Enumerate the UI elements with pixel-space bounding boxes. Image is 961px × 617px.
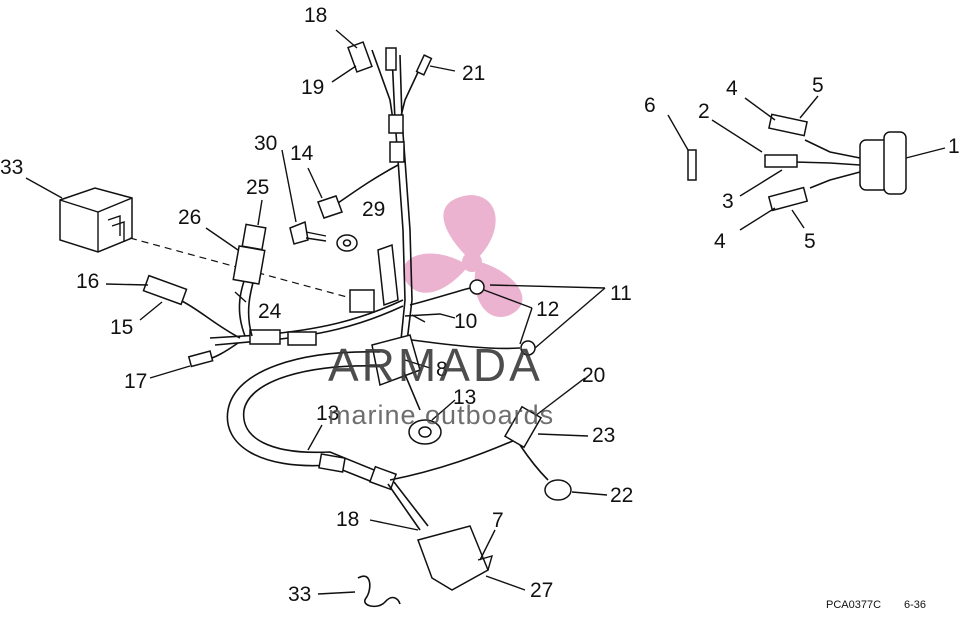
callout-2: 2 <box>698 100 710 123</box>
callout-28: 26 <box>178 206 201 229</box>
callout-14: 13 <box>453 386 476 409</box>
callout-30: 29 <box>362 198 385 221</box>
callout-12: 12 <box>536 298 559 321</box>
callout-27: 25 <box>246 176 269 199</box>
callout-29: 27 <box>530 579 553 602</box>
callout-25: 23 <box>592 424 615 447</box>
leader-lines <box>25 29 946 595</box>
callout-6: 6 <box>644 94 656 117</box>
watermark-tagline: marine outboards <box>328 400 554 430</box>
callout-16: 15 <box>110 316 133 339</box>
clip-part <box>357 575 401 608</box>
callout-1: 1 <box>948 135 960 158</box>
callout-21: 19 <box>301 76 324 99</box>
callout-26: 24 <box>258 300 282 323</box>
drawing-code: PCA0377C <box>826 599 881 611</box>
callout-19: 17 <box>124 370 147 393</box>
bolt-part <box>289 220 327 245</box>
page-ref: 6-36 <box>904 599 926 611</box>
callout-5-top: 5 <box>812 74 824 97</box>
callout-10: 10 <box>454 310 477 333</box>
propeller-logo <box>403 195 523 317</box>
callout-11: 11 <box>610 282 632 305</box>
callout-13-label: 13 <box>316 402 339 425</box>
callout-32: 33 <box>0 156 23 179</box>
callout-22: 20 <box>582 364 605 387</box>
callout-31: 30 <box>254 132 277 155</box>
callout-33-label: 33 <box>288 583 311 606</box>
watermark-brand: ARMADA <box>328 339 543 391</box>
callout-3: 3 <box>722 190 734 213</box>
callout-5-bottom: 5 <box>804 230 816 253</box>
relay-part <box>59 187 133 253</box>
callout-8: 8 <box>436 358 448 381</box>
tachometer-plug-assembly <box>687 113 907 212</box>
callout-18-label: 18 <box>336 508 359 531</box>
callout-20: 18 <box>304 4 327 27</box>
callout-15: 14 <box>290 142 314 165</box>
callout-24: 22 <box>610 484 633 507</box>
relay-dash-line <box>129 237 359 301</box>
callout-4-bottom: 4 <box>714 230 726 253</box>
callout-7: 7 <box>492 509 504 532</box>
washer-part <box>336 234 358 252</box>
callout-23: 21 <box>462 62 485 85</box>
callout-17: 16 <box>76 270 99 293</box>
harness-main <box>142 41 572 591</box>
callout-4-top: 4 <box>726 77 738 100</box>
